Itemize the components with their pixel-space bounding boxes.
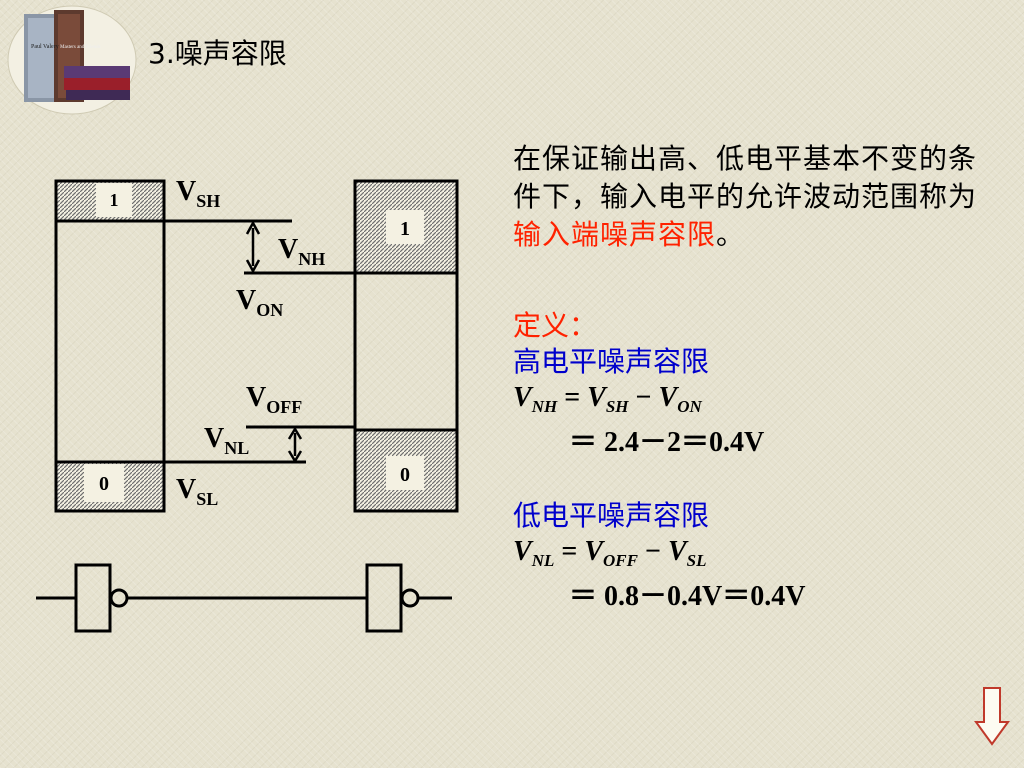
description-text: 在保证输出高、低电平基本不变的条件下，输入电平的允许波动范围称为输入端噪声容限。 (513, 140, 1003, 254)
definition-heading: 定义： (513, 309, 598, 342)
left-high-label: 1 (110, 190, 119, 210)
left-inverter-bubble (109, 588, 129, 608)
inverter-chain (36, 563, 452, 633)
vnh-label: VNH (278, 234, 325, 269)
high-formula-result: ＝ 2.4－2＝0.4V (569, 427, 765, 458)
right-low-zone (353, 428, 459, 513)
vnl-arrow (287, 426, 303, 464)
left-output-bar: 1 0 (54, 179, 166, 513)
description-body: 在保证输出高、低电平基本不变的条件下，输入电平的允许波动范围称为 (513, 142, 978, 213)
vnh-arrow (245, 220, 261, 274)
slide-title: 3.噪声容限 (148, 37, 287, 70)
highlight-term: 输入端噪声容限 (513, 218, 717, 251)
low-formula-result: ＝ 0.8－0.4V＝0.4V (569, 581, 806, 612)
right-low-label: 0 (400, 464, 410, 486)
right-inverter-bubble (400, 588, 420, 608)
right-high-label: 1 (400, 218, 410, 240)
low-formula: VNL = VOFF − VSL (513, 536, 707, 570)
high-noise-margin-title: 高电平噪声容限 (513, 345, 710, 378)
vsl-label: VSL (176, 474, 218, 509)
books-logo: Paul Valery Masters and Friends (6, 4, 138, 116)
von-label: VON (236, 285, 283, 320)
vsh-label: VSH (176, 176, 220, 211)
right-inverter (365, 563, 403, 633)
high-formula: VNH = VSH − VON (513, 382, 702, 416)
logo-text-2: Masters and Friends (60, 45, 101, 50)
definition-block: 定义： 高电平噪声容限 VNH = VSH − VON ＝ 2.4－2＝0.4V (513, 308, 764, 461)
description-end: 。 (716, 218, 746, 251)
low-noise-margin-title: 低电平噪声容限 (513, 499, 710, 532)
down-arrow-icon[interactable] (974, 686, 1010, 746)
logo-text-1: Paul Valery (31, 44, 59, 50)
voff-label: VOFF (246, 382, 302, 417)
vnl-label: VNL (204, 423, 249, 458)
low-definition-block: 低电平噪声容限 VNL = VOFF − VSL ＝ 0.8－0.4V＝0.4V (513, 498, 805, 615)
noise-margin-diagram: 1 0 1 0 VSH VNH VON VOFF VNL (36, 176, 459, 633)
left-low-label: 0 (99, 473, 109, 495)
left-inverter (74, 563, 112, 633)
right-input-bar: 1 0 (353, 179, 459, 513)
